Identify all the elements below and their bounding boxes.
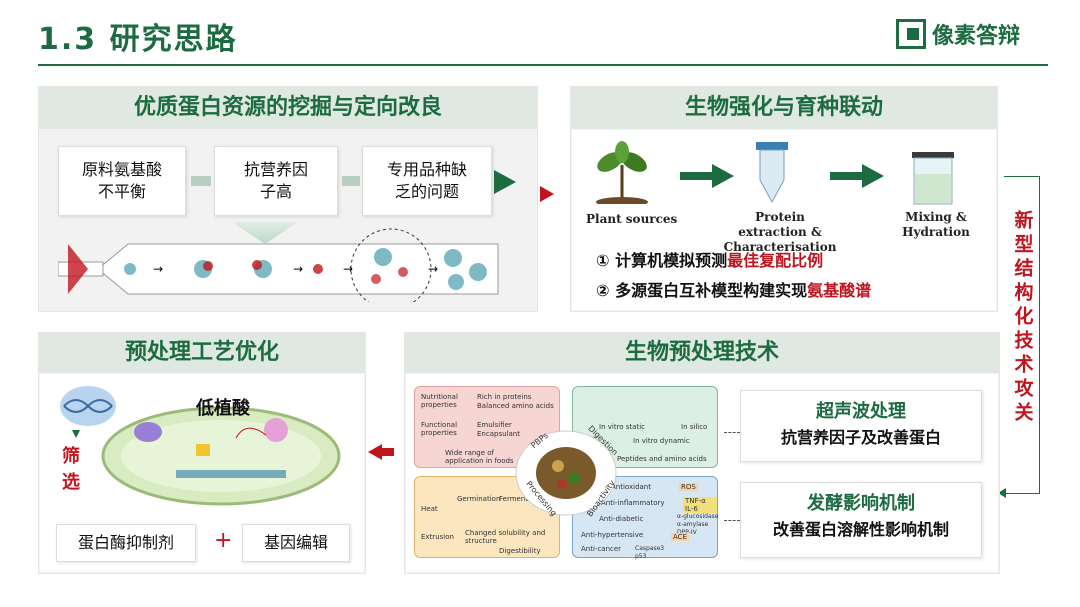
q2-static: In vitro static [599,423,646,431]
q3-germination: Germination [457,495,501,503]
issue-box-antinutrient: 抗营养因 子高 [214,146,338,216]
q1-emulsifier: Emulsifier [477,421,512,429]
point-1: ① 计算机模拟预测最佳复配比例 [596,247,823,271]
q4-anti-inflammatory: Anti-inflammatory [601,499,665,507]
plant-icon [596,141,648,204]
point-2: ② 多源蛋白互补模型构建实现氨基酸谱 [596,277,871,301]
logo-text: 像素答辩 [932,24,1021,49]
plus-sign: + [214,528,233,553]
down-arrow [72,430,80,438]
screen-label: 筛选 [62,446,80,493]
point-1-number: ① [596,251,610,270]
svg-text:→: → [343,262,353,276]
q3-heat: Heat [421,505,438,513]
q4-tnf: TNF-α IL-6 [683,497,717,513]
step-mixing-hydration: Mixing & Hydration [902,210,970,239]
green-arrow [494,170,516,194]
q1-functional: Functional properties [421,421,458,437]
q3-solubility: Changed solubility and structure [465,529,546,545]
panel-biofortification-heading: 生物强化与育种联动 [571,87,997,129]
connector [342,176,360,186]
svg-text:→: → [153,262,163,276]
q3-fermentation: Fermentation [499,495,546,503]
q1-application: Wide range of application in foods [445,449,514,465]
q4-ace: ACE [671,533,689,541]
q1-encapsulant: Encapsulant [477,430,520,438]
bracket-arrow [998,488,1006,498]
connector [191,176,211,186]
plant-cell-diagram [101,406,341,506]
point-2-text: 多源蛋白互补模型构建实现 [615,281,808,300]
q3-digestibility: Digestibility [499,547,541,555]
beaker-icon [912,152,954,205]
panel-bio-pretreatment-heading: 生物预处理技术 [405,333,999,373]
green-arrow [862,164,884,188]
red-arrow-shaft [540,190,546,198]
header-divider [38,64,1048,66]
side-bracket [1004,176,1040,494]
gene-editing-box: 基因编辑 [242,524,350,562]
q4-anti-cancer: Anti-cancer [581,545,622,553]
issue-box-amino-acid: 原料氨基酸 不平衡 [58,146,186,216]
arrow-shaft [830,172,864,180]
q4-anti-diabetic: Anti-diabetic [599,515,644,523]
panel-protein-mining-heading: 优质蛋白资源的挖掘与定向改良 [39,87,537,129]
center-ring [515,430,617,516]
issue-box-varieties: 专用品种缺 乏的问题 [362,146,492,216]
q2-peptides: Peptides and amino acids [617,455,707,463]
fermentation-title: 发酵影响机制 [807,493,915,514]
fermentation-box: 发酵影响机制 改善蛋白溶解性影响机制 [740,482,982,558]
side-label-wrap: 新型结构化技术攻关 [1008,210,1038,450]
q4-ros: ROS [679,483,698,491]
point-1-highlight: 最佳复配比例 [727,251,824,270]
low-phytate-label: 低植酸 [196,398,250,419]
q4-antioxidant: Antioxidant [611,483,651,491]
point-2-number: ② [596,281,610,300]
svg-text:→: → [428,262,438,276]
side-label: 新型结构化技术攻关 [1011,210,1034,426]
q2-silico: In silico [681,423,708,431]
ultrasound-text: 抗营养因子及改善蛋白 [780,428,941,447]
q4-anti-hypertensive: Anti-hypertensive [581,531,644,539]
step-protein-extraction: Protein extraction & Characterisation [723,210,837,254]
test-tube-icon [756,142,788,204]
q4-enzymes: α-glucosidase α-amylase DPP-IV [677,513,719,536]
pointer-line [724,520,740,521]
protease-inhibitor-box: 蛋白酶抑制剂 [56,524,196,562]
q2-dynamic: In vitro dynamic [633,437,690,445]
fermentation-text: 改善蛋白溶解性影响机制 [772,520,949,539]
ultrasound-title: 超声波处理 [816,401,906,422]
q4-caspase: Caspase3 p53 [635,545,665,560]
logo-icon [896,19,926,49]
page-title: 1.3 研究思路 [38,22,238,57]
microfluidic-channel-diagram: → → → → [58,228,499,302]
svg-text:→: → [293,262,303,276]
dna-icon [60,386,116,426]
red-arrow-shaft [380,448,394,456]
pointer-line [724,432,740,433]
step-plant-sources: Plant sources [586,212,678,226]
point-2-highlight: 氨基酸谱 [807,281,872,300]
panel-pretreatment-heading: 预处理工艺优化 [39,333,365,373]
red-arrow-left [368,444,382,460]
arrow-shaft [680,172,714,180]
green-arrow [712,164,734,188]
q1-balanced: Balanced amino acids [477,402,554,410]
q1-rich: Rich in proteins [477,393,532,401]
q1-nutritional: Nutritional properties [421,393,458,409]
brand-logo: 像素答辩 [896,18,1020,50]
ultrasound-box: 超声波处理 抗营养因子及改善蛋白 [740,390,982,462]
point-1-text: 计算机模拟预测 [615,251,728,270]
q3-extrusion: Extrusion [421,533,454,541]
